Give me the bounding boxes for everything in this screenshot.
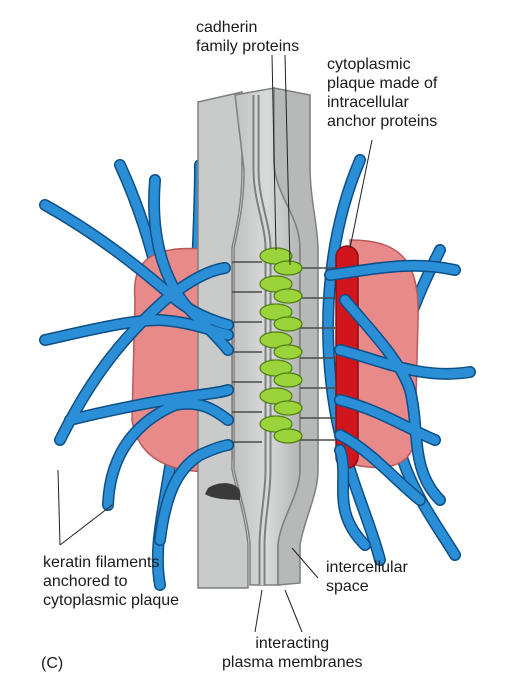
panel-letter: (C): [41, 654, 63, 673]
label-cytoplasmic-plaque: cytoplasmic plaque made of intracellular…: [327, 55, 437, 131]
label-cadherin-family-proteins: cadherin family proteins: [196, 18, 299, 56]
label-interacting-plasma-membranes: interacting plasma membranes: [222, 634, 363, 672]
label-keratin-filaments: keratin filaments anchored to cytoplasmi…: [43, 553, 179, 610]
label-intercellular-space: intercellular space: [326, 558, 408, 596]
